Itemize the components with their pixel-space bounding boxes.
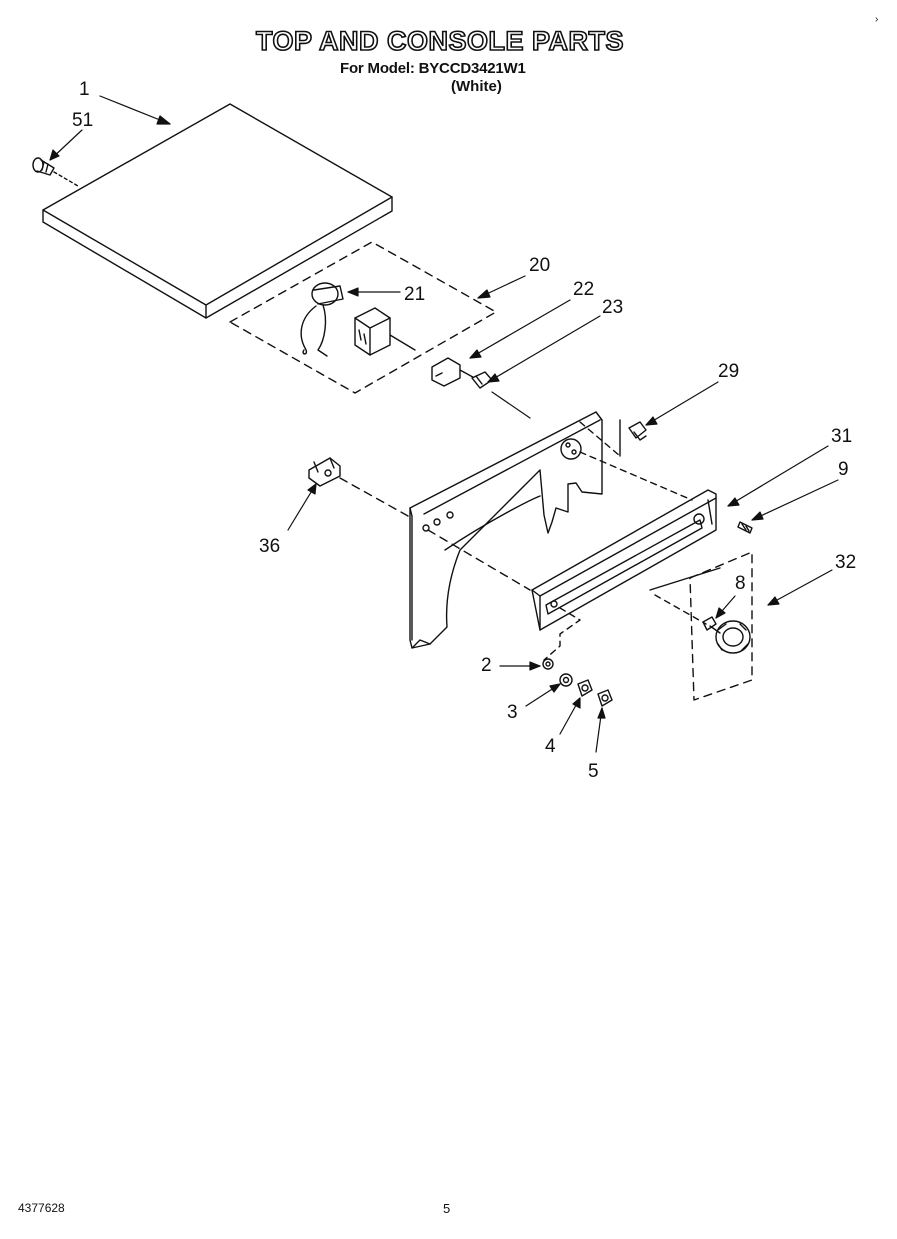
washer-2 [542,658,554,670]
knob-assembly-box [649,551,753,701]
callout-2: 2 [481,655,492,676]
bracket-36 [308,457,409,517]
console-panel [409,411,603,649]
callout-32: 32 [835,552,856,573]
nut-5 [597,689,613,707]
part-number: 4377628 [18,1201,65,1215]
screw-29 [579,419,647,457]
model-subtitle: For Model: BYCCD3421W1 [340,60,526,77]
timer-switch [354,307,416,356]
console-leader-bottom [543,607,581,661]
page-number: 5 [443,1201,451,1216]
corner-mark: › [875,14,879,25]
callout-29: 29 [718,361,739,382]
timer-assembly-box [229,241,531,419]
top-panel [42,103,393,319]
washer-3 [559,673,573,687]
knob [715,620,751,654]
screw-51 [32,157,79,187]
callout-21: 21 [404,284,425,305]
callout-20: 20 [529,255,550,276]
callout-36: 36 [259,536,280,557]
motor-21 [300,282,344,357]
callout-3: 3 [507,702,518,723]
nut-4 [577,679,593,697]
knob-insert-8 [702,616,721,634]
bracket-22 [431,357,481,387]
console-leader-left [427,529,531,591]
callout-labels: 1 51 20 21 22 23 29 31 9 32 8 36 2 3 4 5 [72,79,856,782]
callout-5: 5 [588,761,599,782]
callout-8: 8 [735,573,746,594]
callout-1: 1 [79,79,90,100]
color-subtitle: (White) [451,78,502,95]
pin-9 [737,521,753,534]
callout-23: 23 [602,297,623,318]
callout-9: 9 [838,459,849,480]
callout-22: 22 [573,279,594,300]
callout-51: 51 [72,110,93,131]
callout-4: 4 [545,736,556,757]
callout-31: 31 [831,426,852,447]
control-panel-bezel [531,451,717,631]
callout-leaders [49,95,839,753]
page-title: TOP AND CONSOLE PARTS [255,25,625,57]
